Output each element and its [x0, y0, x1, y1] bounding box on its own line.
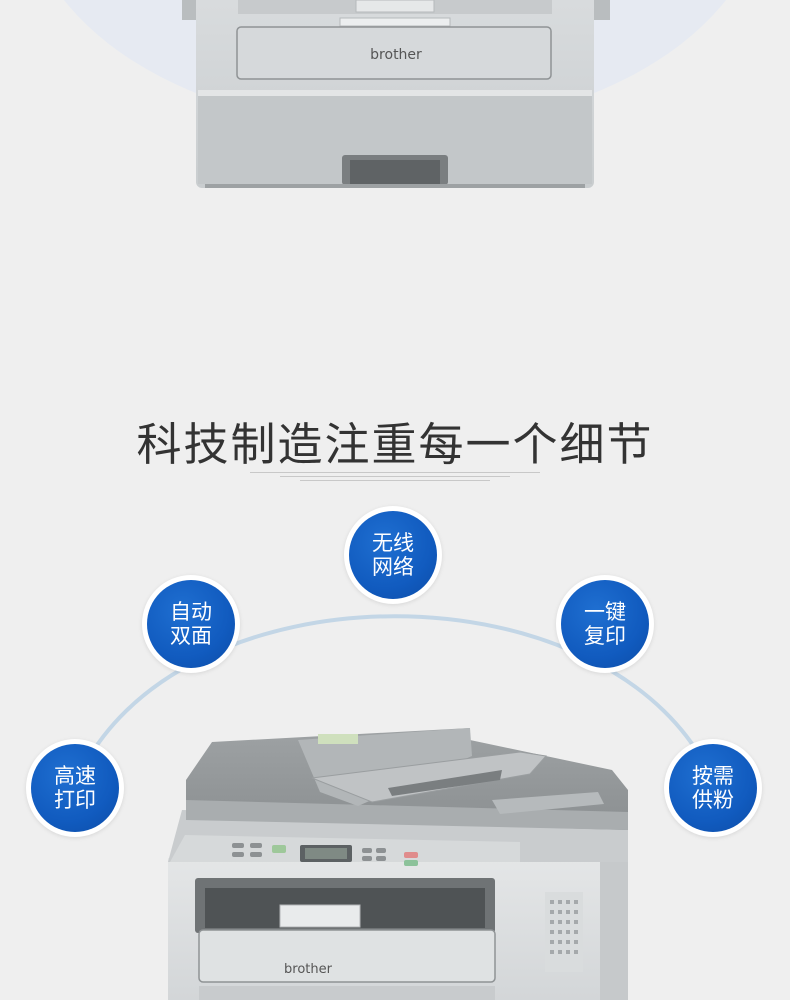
- feature-label-line1: 按需: [692, 764, 734, 788]
- headline: 科技制造注重每一个细节: [136, 418, 654, 471]
- feature-label-line2: 复印: [584, 624, 626, 648]
- feature-badge: 一键 复印: [561, 580, 649, 668]
- feature-badge: 无线 网络: [349, 511, 437, 599]
- printer-brand-label: brother: [370, 47, 422, 63]
- feature-wireless-network: 无线 网络: [344, 506, 442, 604]
- feature-label-line1: 一键: [584, 600, 626, 624]
- feature-badge: 按需 供粉: [669, 744, 757, 832]
- feature-one-touch-copy: 一键 复印: [556, 575, 654, 673]
- feature-badge: 自动 双面: [147, 580, 235, 668]
- printer-top-image: brother: [182, 0, 610, 188]
- headline-underline-decoration: [250, 472, 540, 486]
- feature-label-line1: 自动: [170, 600, 212, 624]
- feature-label-line2: 供粉: [692, 788, 734, 812]
- feature-high-speed-print: 高速 打印: [26, 739, 124, 837]
- feature-auto-duplex: 自动 双面: [142, 575, 240, 673]
- feature-label-line2: 双面: [170, 624, 212, 648]
- feature-label-line2: 打印: [54, 788, 96, 812]
- feature-on-demand-toner: 按需 供粉: [664, 739, 762, 837]
- feature-badge: 高速 打印: [31, 744, 119, 832]
- feature-label-line1: 无线: [372, 531, 414, 555]
- feature-label-line2: 网络: [372, 555, 414, 579]
- feature-label-line1: 高速: [54, 764, 96, 788]
